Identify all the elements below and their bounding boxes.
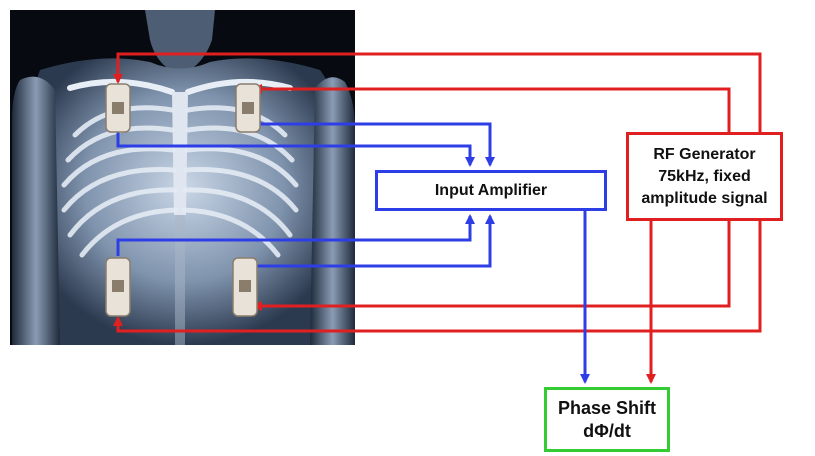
phase-shift-formula: dΦ/dt <box>583 420 631 443</box>
phase-shift-title: Phase Shift <box>558 397 656 420</box>
input-amplifier-label: Input Amplifier <box>435 182 547 200</box>
rf-generator-signal: amplitude signal <box>641 188 767 210</box>
phase-shift-box: Phase Shift dΦ/dt <box>544 387 670 452</box>
electrode-lower-right <box>233 258 257 316</box>
electrode-upper-right <box>236 84 260 132</box>
xray-torso-image <box>10 10 355 345</box>
rf-generator-frequency: 75kHz, fixed <box>658 166 750 188</box>
electrode-lower-left <box>106 258 130 316</box>
electrode-upper-left <box>106 84 130 132</box>
rf-generator-title: RF Generator <box>653 144 755 166</box>
input-amplifier-box: Input Amplifier <box>375 170 607 211</box>
rf-generator-box: RF Generator 75kHz, fixed amplitude sign… <box>626 132 783 221</box>
